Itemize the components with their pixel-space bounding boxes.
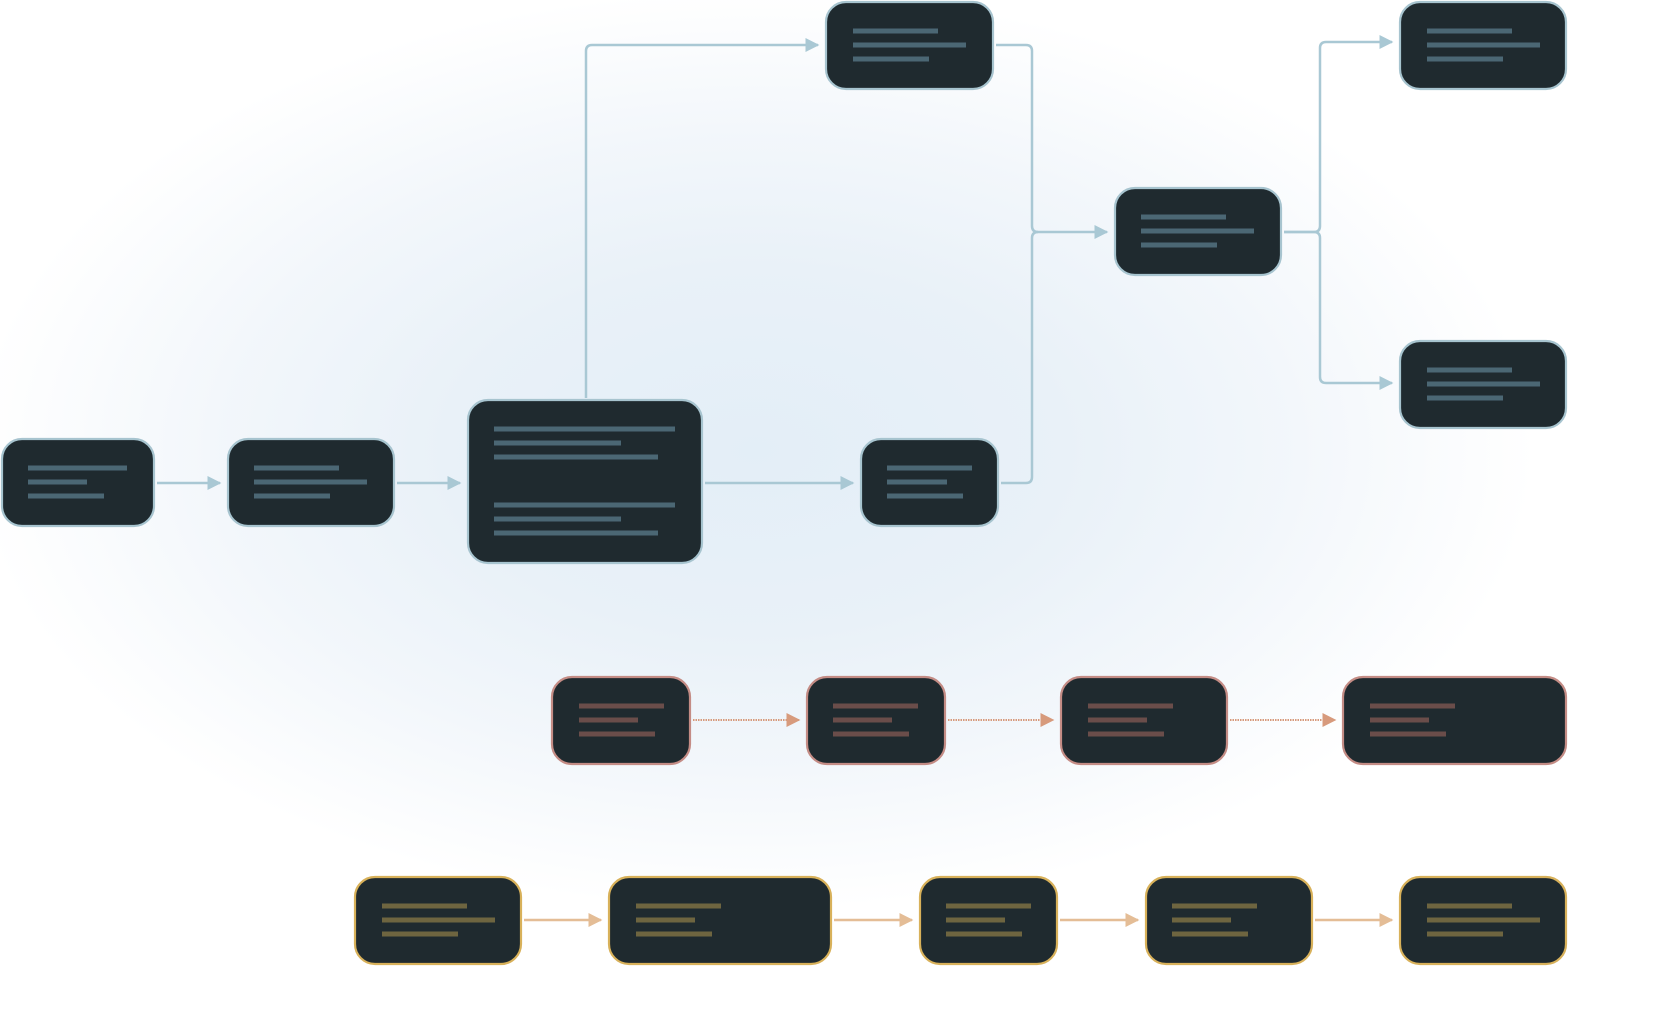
node-gold-4 [1144,875,1314,966]
node-gold-5 [1398,875,1568,966]
node-blue-4 [824,0,995,91]
node-gold-3 [918,875,1059,966]
node-blue-7 [1398,0,1568,91]
node-red-1 [550,675,692,766]
edge-blue-4-to-blue-6 [996,43,1039,234]
node-blue-3 [466,398,704,565]
node-box [607,875,833,966]
node-gold-2 [607,875,833,966]
node-blue-2 [226,437,396,528]
node-blue-5 [859,437,1000,528]
node-red-2 [805,675,947,766]
edges-layer [157,35,1394,927]
edge-blue-6-to-blue-8 [1284,230,1394,390]
node-box [1341,675,1568,766]
node-red-4 [1341,675,1568,766]
node-gold-1 [353,875,523,966]
node-box [466,398,704,565]
node-red-3 [1059,675,1229,766]
edge-blue-6-to-blue-7 [1284,35,1394,234]
node-blue-8 [1398,339,1568,430]
node-blue-6 [1113,186,1283,277]
nodes-layer [0,0,1568,966]
edge-blue-3-to-blue-4 [584,38,820,398]
edge-blue-5-to-blue-6 [1001,225,1109,485]
node-blue-1 [0,437,156,528]
